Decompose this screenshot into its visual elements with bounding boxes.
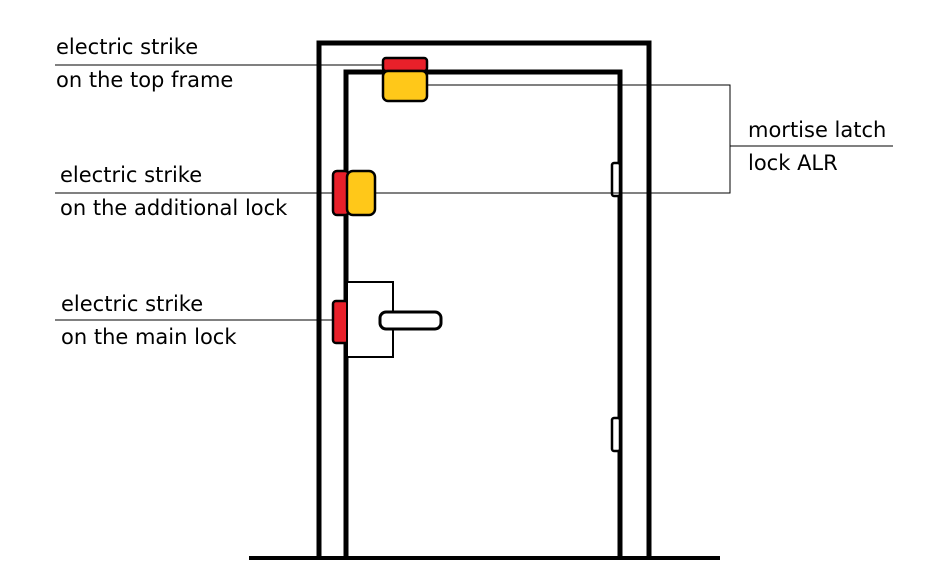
label-mortise-latch-line2: lock ALR	[748, 151, 838, 175]
label-mortise-latch-line1: mortise latch	[748, 118, 887, 142]
label-top-frame-strike-line1: electric strike	[56, 35, 199, 59]
label-main-lock-strike: electric strike on the main lock	[61, 291, 237, 350]
label-top-frame-strike: electric strike on the top frame	[56, 34, 233, 93]
lower-hinge	[610, 416, 622, 453]
top-strike-red	[381, 56, 429, 73]
main-strike-red	[331, 299, 350, 345]
label-mortise-latch: mortise latch lock ALR	[748, 117, 886, 176]
top-latch-yellow	[381, 69, 429, 103]
leader-mortise-latch	[375, 84, 731, 194]
label-additional-lock-strike: electric strike on the additional lock	[60, 162, 287, 221]
label-additional-lock-strike-line2: on the additional lock	[60, 196, 288, 220]
upper-hinge	[610, 161, 622, 198]
outer-door-frame	[316, 40, 652, 558]
label-main-lock-strike-line1: electric strike	[61, 292, 204, 316]
label-top-frame-strike-line2: on the top frame	[56, 68, 234, 92]
label-additional-lock-strike-line1: electric strike	[60, 163, 203, 187]
additional-latch-yellow	[345, 169, 377, 217]
door-handle	[378, 310, 443, 331]
label-main-lock-strike-line2: on the main lock	[61, 325, 237, 349]
